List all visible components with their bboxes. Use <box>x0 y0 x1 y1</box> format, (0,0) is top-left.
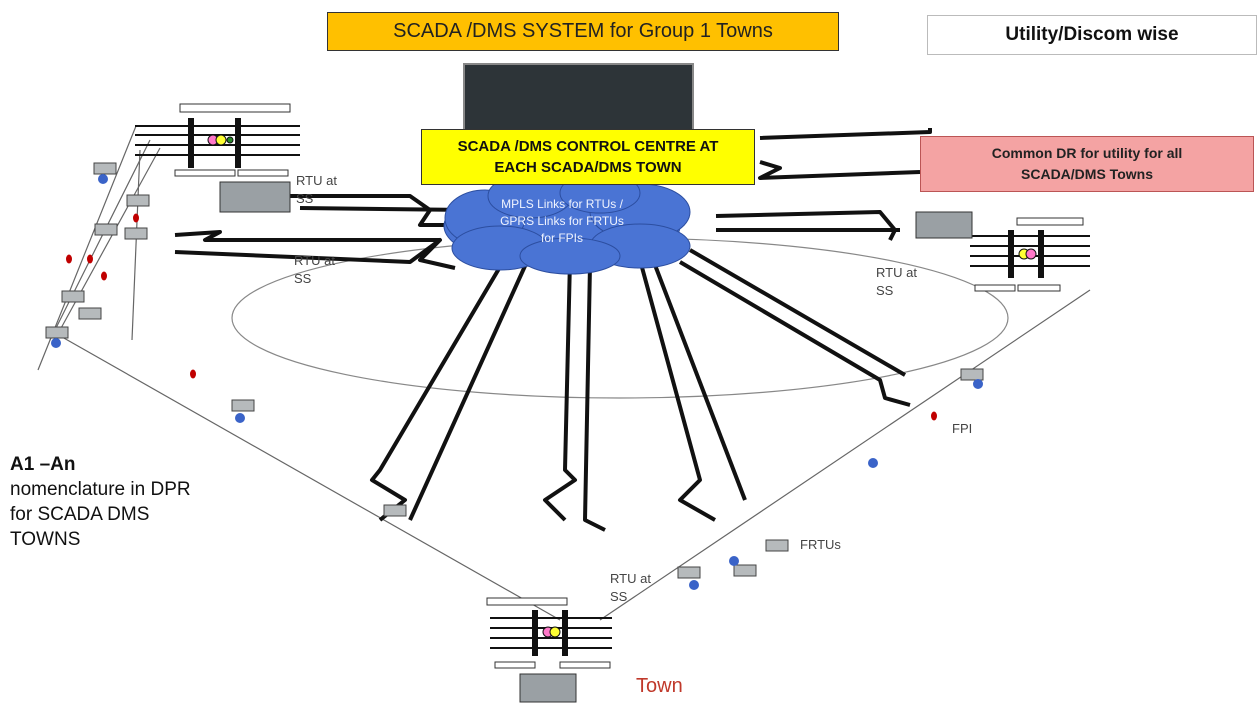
rtu-label-top-left: RTU at SS <box>296 172 337 208</box>
rtu-label-bottom: RTU at SS <box>610 570 651 606</box>
nomenclature-note: A1 –An nomenclature in DPR for SCADA DMS… <box>10 452 210 552</box>
rtu-label-right: RTU at SS <box>876 264 917 300</box>
cloud-label: MPLS Links for RTUs / GPRS Links for FRT… <box>478 196 646 247</box>
utility-label: Utility/Discom wise <box>1005 24 1178 46</box>
substation-right <box>916 212 1090 291</box>
town-label: Town <box>636 675 683 698</box>
control-centre-line1: SCADA /DMS CONTROL CENTRE AT <box>458 136 719 157</box>
control-centre-screen <box>463 63 694 131</box>
nomenclature-heading: A1 –An <box>10 452 210 477</box>
frtus-label: FRTUs <box>800 536 841 554</box>
diagram-title-text: SCADA /DMS SYSTEM for Group 1 Towns <box>393 20 773 43</box>
control-centre-line2: EACH SCADA/DMS TOWN <box>458 157 719 178</box>
substation-top-left <box>135 104 300 212</box>
cloud-line3: for FPIs <box>478 230 646 247</box>
nomenclature-text: nomenclature in DPR for SCADA DMS TOWNS <box>10 479 191 550</box>
cloud-line1: MPLS Links for RTUs / <box>478 196 646 213</box>
diagram-title: SCADA /DMS SYSTEM for Group 1 Towns <box>327 12 839 51</box>
control-centre-box: SCADA /DMS CONTROL CENTRE AT EACH SCADA/… <box>421 129 755 185</box>
fpi-label: FPI <box>952 420 972 438</box>
utility-label-box: Utility/Discom wise <box>927 15 1257 55</box>
rtu-label-mid-left: RTU at SS <box>294 252 335 288</box>
cloud-line2: GPRS Links for FRTUs <box>478 213 646 230</box>
dr-line2: SCADA/DMS Towns <box>992 164 1183 185</box>
dr-box: Common DR for utility for all SCADA/DMS … <box>920 136 1254 192</box>
dr-line1: Common DR for utility for all <box>992 143 1183 164</box>
